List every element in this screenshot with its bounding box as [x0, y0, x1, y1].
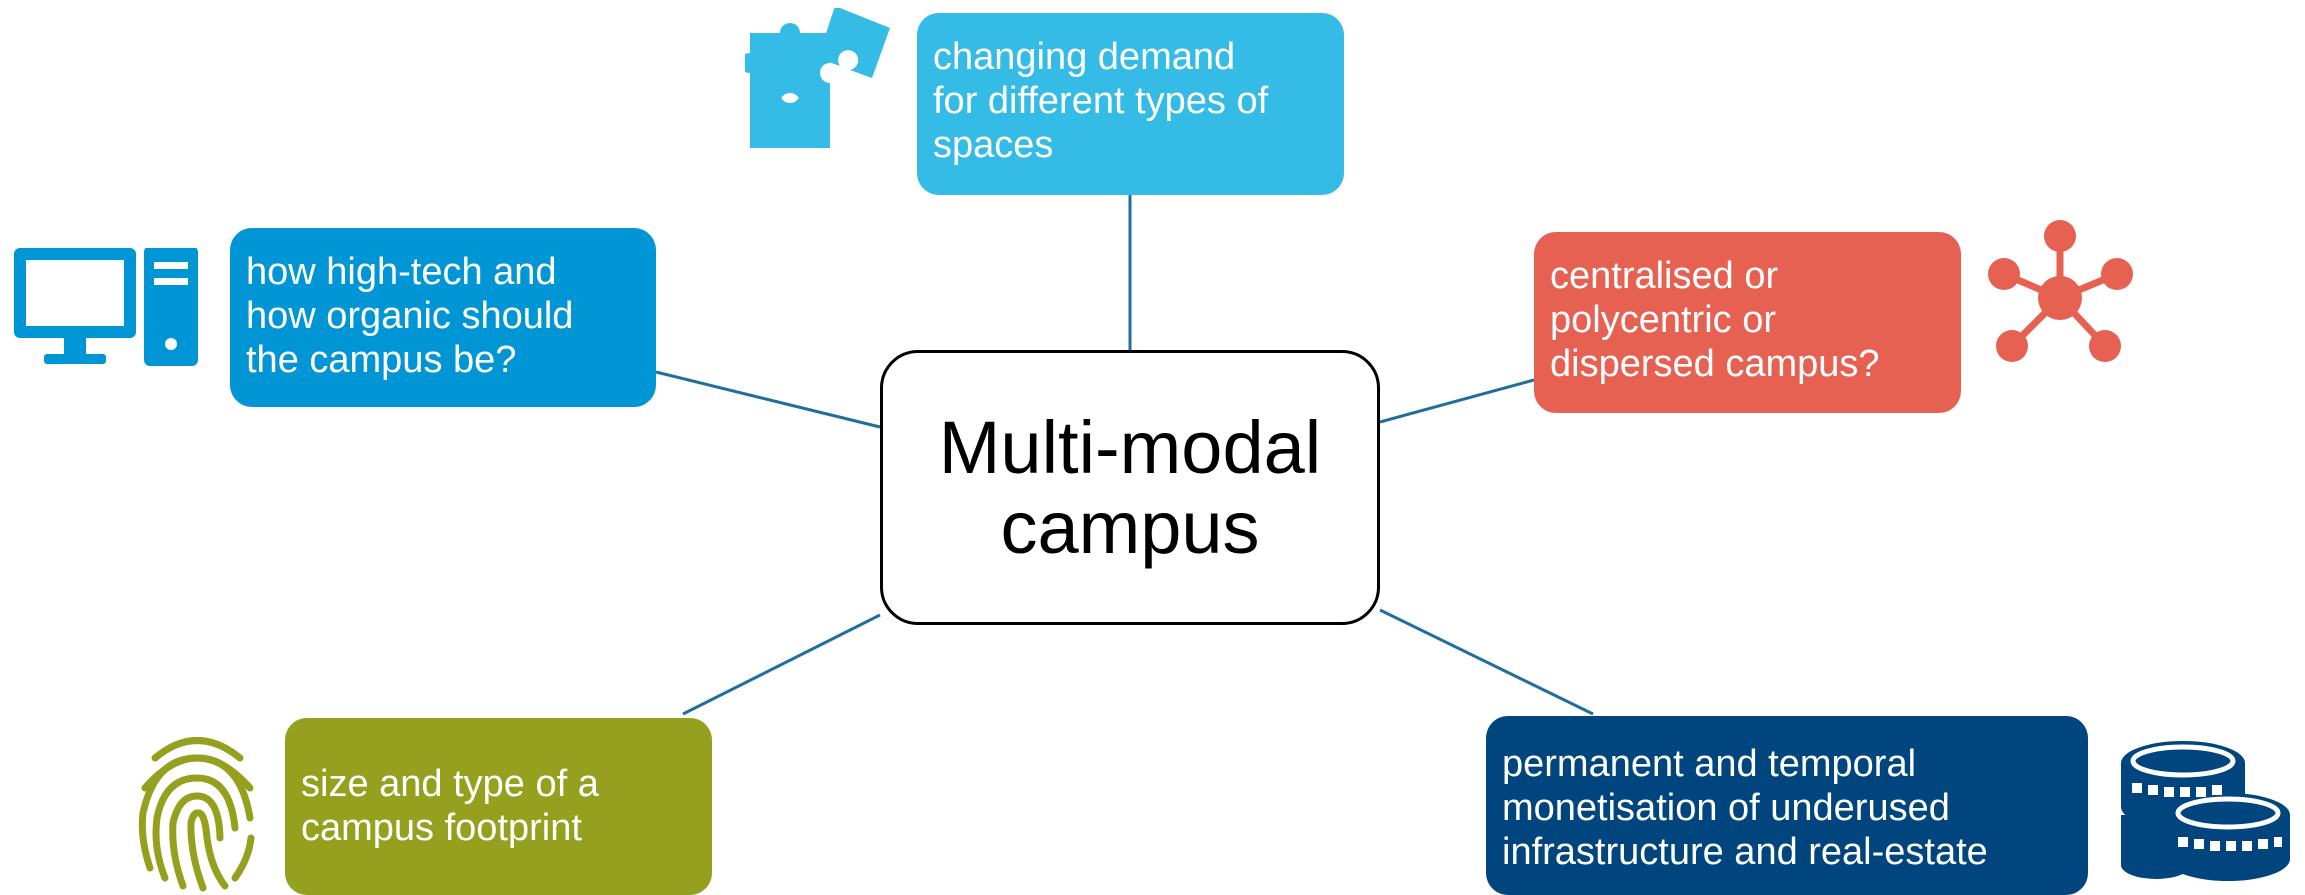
puzzle-icon	[745, 8, 890, 148]
network-icon	[1988, 220, 2133, 362]
fingerprint-icon	[138, 737, 255, 892]
connector-tech	[655, 370, 881, 429]
node-changing-demand: changing demand for different types of s…	[917, 13, 1344, 195]
central-node: Multi-modal campus	[880, 350, 1380, 625]
node-high-tech: how high-tech and how organic should the…	[230, 228, 656, 407]
connector-polycentric	[1379, 378, 1535, 424]
coins-icon	[2121, 741, 2290, 881]
node-campus-footprint: size and type of a campus footprint	[285, 718, 712, 895]
connector-monetisation	[1379, 608, 1594, 716]
node-monetisation: permanent and temporal monetisation of u…	[1486, 716, 2088, 895]
connector-footprint	[682, 613, 881, 716]
node-polycentric: centralised or polycentric or dispersed …	[1534, 232, 1961, 413]
computer-icon	[14, 248, 198, 366]
